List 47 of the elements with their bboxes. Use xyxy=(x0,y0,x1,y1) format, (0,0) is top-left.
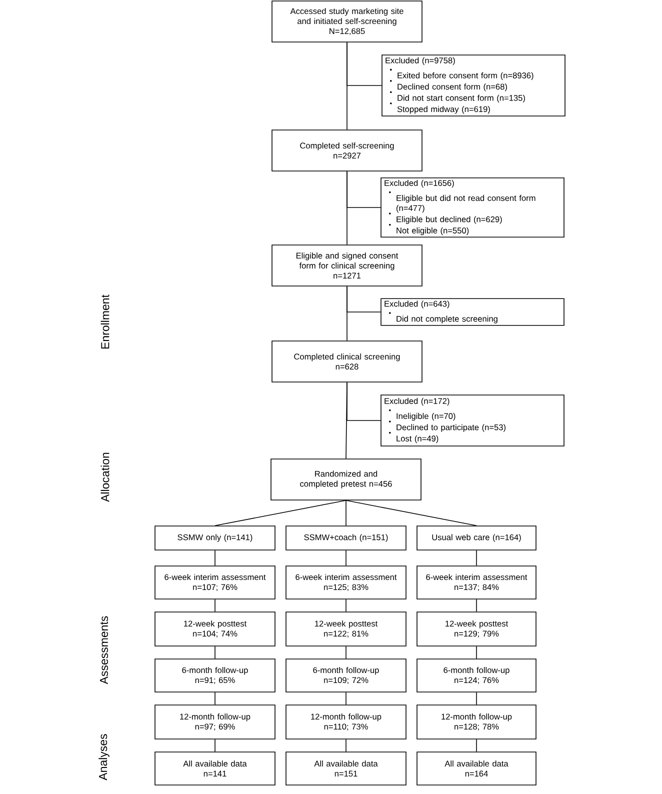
process-box: Accessed study marketing site and initiated self-screening N=12,685 xyxy=(272,0,422,42)
process-box: 6-week interim assessment n=107; 76% xyxy=(154,566,276,600)
exclusion-box: Excluded (n=643) Did not complete screening xyxy=(380,298,564,326)
exclusion-box: Excluded (n=1656) Eligible but did not read consent form (n=477) Eligible but declined (n=629) Not eligible (n=550) xyxy=(380,177,564,238)
connector-line xyxy=(346,500,477,526)
connector-line xyxy=(346,171,382,208)
process-box: Usual web care (n=164) xyxy=(416,526,536,550)
process-box: 12-week posttest n=129; 79% xyxy=(416,612,536,646)
phase-label: Enrollment xyxy=(100,294,110,349)
connector-line xyxy=(346,286,382,312)
exclusion-box: Excluded (n=172) Ineligible (n=70) Declined to participate (n=53) Lost (n=49) xyxy=(380,394,564,446)
phase-label: Assessments xyxy=(100,616,108,684)
process-box: 6-month follow-up n=91; 65% xyxy=(154,658,276,692)
process-box: SSMW+coach (n=151) xyxy=(286,526,406,550)
process-box: 12-week posttest n=104; 74% xyxy=(154,612,276,646)
process-box: 12-month follow-up n=128; 78% xyxy=(416,704,536,740)
process-box: Completed clinical screening n=628 xyxy=(272,340,422,382)
connector-line xyxy=(214,646,216,659)
process-box: All available data n=164 xyxy=(416,752,536,786)
process-box: 12-month follow-up n=97; 69% xyxy=(154,704,276,740)
exclusion-box: Excluded (n=9758) Exited before consent form (n=8936) Declined consent form (n=68) Did not start consent form (n=135) Stopped midway (n=619) xyxy=(382,54,566,116)
connector-line xyxy=(476,646,477,659)
connector-line xyxy=(214,692,216,705)
connector-line xyxy=(476,599,477,612)
connector-line xyxy=(476,739,477,752)
process-box: 12-week posttest n=122; 81% xyxy=(286,612,406,646)
connector-line xyxy=(214,739,216,752)
process-box: Completed self-screening n=2927 xyxy=(272,130,422,172)
process-box: 6-month follow-up n=124; 76% xyxy=(416,658,536,692)
connector-line xyxy=(476,550,477,566)
process-box: All available data n=151 xyxy=(286,752,406,786)
process-box: 6-month follow-up n=109; 72% xyxy=(286,658,406,692)
connector-line xyxy=(214,599,216,612)
connector-line xyxy=(214,550,216,566)
process-box: SSMW only (n=141) xyxy=(154,526,276,550)
connector-line xyxy=(346,382,382,421)
process-box: All available data n=141 xyxy=(154,752,276,786)
process-box: Randomized and completed pretest n=456 xyxy=(270,458,422,500)
process-box: Eligible and signed consent form for clinical screening n=1271 xyxy=(272,244,422,286)
phase-label: Analyses xyxy=(98,734,110,780)
connector-line xyxy=(346,42,382,86)
process-box: 12-month follow-up n=110; 73% xyxy=(286,704,406,740)
phase-label: Allocation xyxy=(100,452,110,502)
connector-line xyxy=(476,692,477,705)
connector-line xyxy=(214,500,346,526)
process-box: 6-week interim assessment n=137; 84% xyxy=(416,566,536,600)
process-box: 6-week interim assessment n=125; 83% xyxy=(286,566,406,600)
